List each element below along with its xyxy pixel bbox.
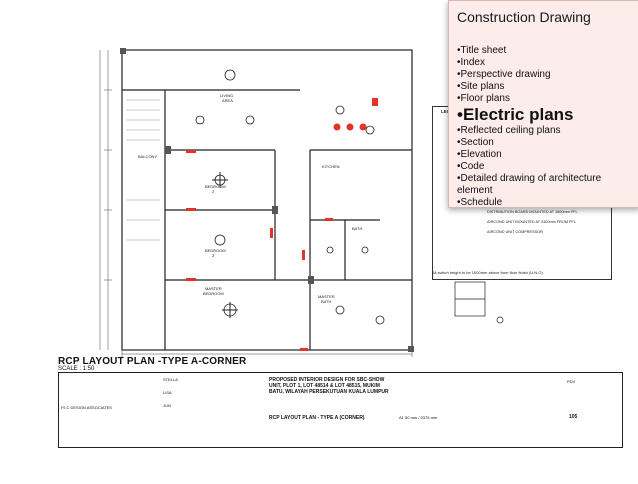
- svg-text:BEDROOM: BEDROOM: [205, 248, 226, 253]
- bullet-item: •Floor plans: [457, 93, 510, 104]
- bullet-item: •Section: [457, 137, 494, 148]
- plan-outline: [121, 49, 413, 351]
- bullet-item-highlighted: •Electric plans: [457, 105, 574, 124]
- svg-text:3: 3: [212, 253, 215, 258]
- svg-text:BATH: BATH: [321, 299, 331, 304]
- sheet-number: 105: [569, 414, 578, 420]
- svg-text:LIVING: LIVING: [220, 93, 233, 98]
- sheet-scale: A1 50 mm / 0375 mm: [399, 415, 438, 420]
- legend-note: All switch height to be 1000mm above fro…: [432, 270, 544, 275]
- svg-text:2: 2: [212, 189, 215, 194]
- bullet-item: •Schedule: [457, 197, 503, 208]
- svg-text:BEDROOM: BEDROOM: [205, 184, 226, 189]
- bullet-item: •Reflected ceiling plans: [457, 125, 561, 136]
- firm-name: P.I.C DESIGN ASSOCIATES: [61, 405, 112, 410]
- legend-item: AIRCOND UNIT COMPRESSOR: [487, 230, 543, 234]
- checked-by: LISA: [163, 390, 172, 395]
- project-title: PROPOSED INTERIOR DESIGN FOR SBC-SHOW UN…: [269, 377, 389, 395]
- bullet-item: •Site plans: [457, 81, 505, 92]
- svg-text:BATH: BATH: [352, 226, 362, 231]
- bullet-item: •Elevation: [457, 149, 502, 160]
- bullet-item: •Detailed drawing of architecture elemen…: [457, 173, 602, 196]
- drawn-by: STELLA: [163, 377, 178, 382]
- slide-title: Construction Drawing: [457, 9, 591, 25]
- slide-text-panel: Construction Drawing •Title sheet •Index…: [448, 0, 638, 208]
- drawing-scale: SCALE : 1:50: [58, 366, 95, 372]
- sheet-title: RCP LAYOUT PLAN - TYPE A (CORNER): [269, 415, 365, 421]
- svg-text:KITCHEN: KITCHEN: [322, 164, 340, 169]
- drawing-number: PDV: [567, 379, 576, 384]
- svg-text:AREA: AREA: [222, 98, 233, 103]
- svg-text:MASTER: MASTER: [318, 294, 335, 299]
- legend-item: DISTRIBUTION BOARD MOUNTED AT 1800mm FFL: [487, 210, 578, 214]
- bullet-item: •Index: [457, 57, 485, 68]
- drawing-title: RCP LAYOUT PLAN -TYPE A-CORNER: [58, 356, 247, 367]
- date: JUN: [163, 403, 171, 408]
- ceiling-light-icon: [224, 69, 236, 81]
- legend-item: AIRCOND UNIT MOUNTED AT 2400mm FROM FFL: [487, 220, 576, 224]
- bullet-item: •Title sheet: [457, 45, 507, 56]
- svg-text:MASTER: MASTER: [205, 286, 222, 291]
- bullet-item: •Perspective drawing: [457, 69, 551, 80]
- slide-bullet-list: •Title sheet •Index •Perspective drawing…: [457, 45, 635, 209]
- title-block: P.I.C DESIGN ASSOCIATES STELLA LISA JUN …: [58, 372, 623, 448]
- svg-text:BALCONY: BALCONY: [138, 154, 157, 159]
- svg-text:BEDROOM: BEDROOM: [203, 291, 224, 296]
- bullet-item: •Code: [457, 161, 485, 172]
